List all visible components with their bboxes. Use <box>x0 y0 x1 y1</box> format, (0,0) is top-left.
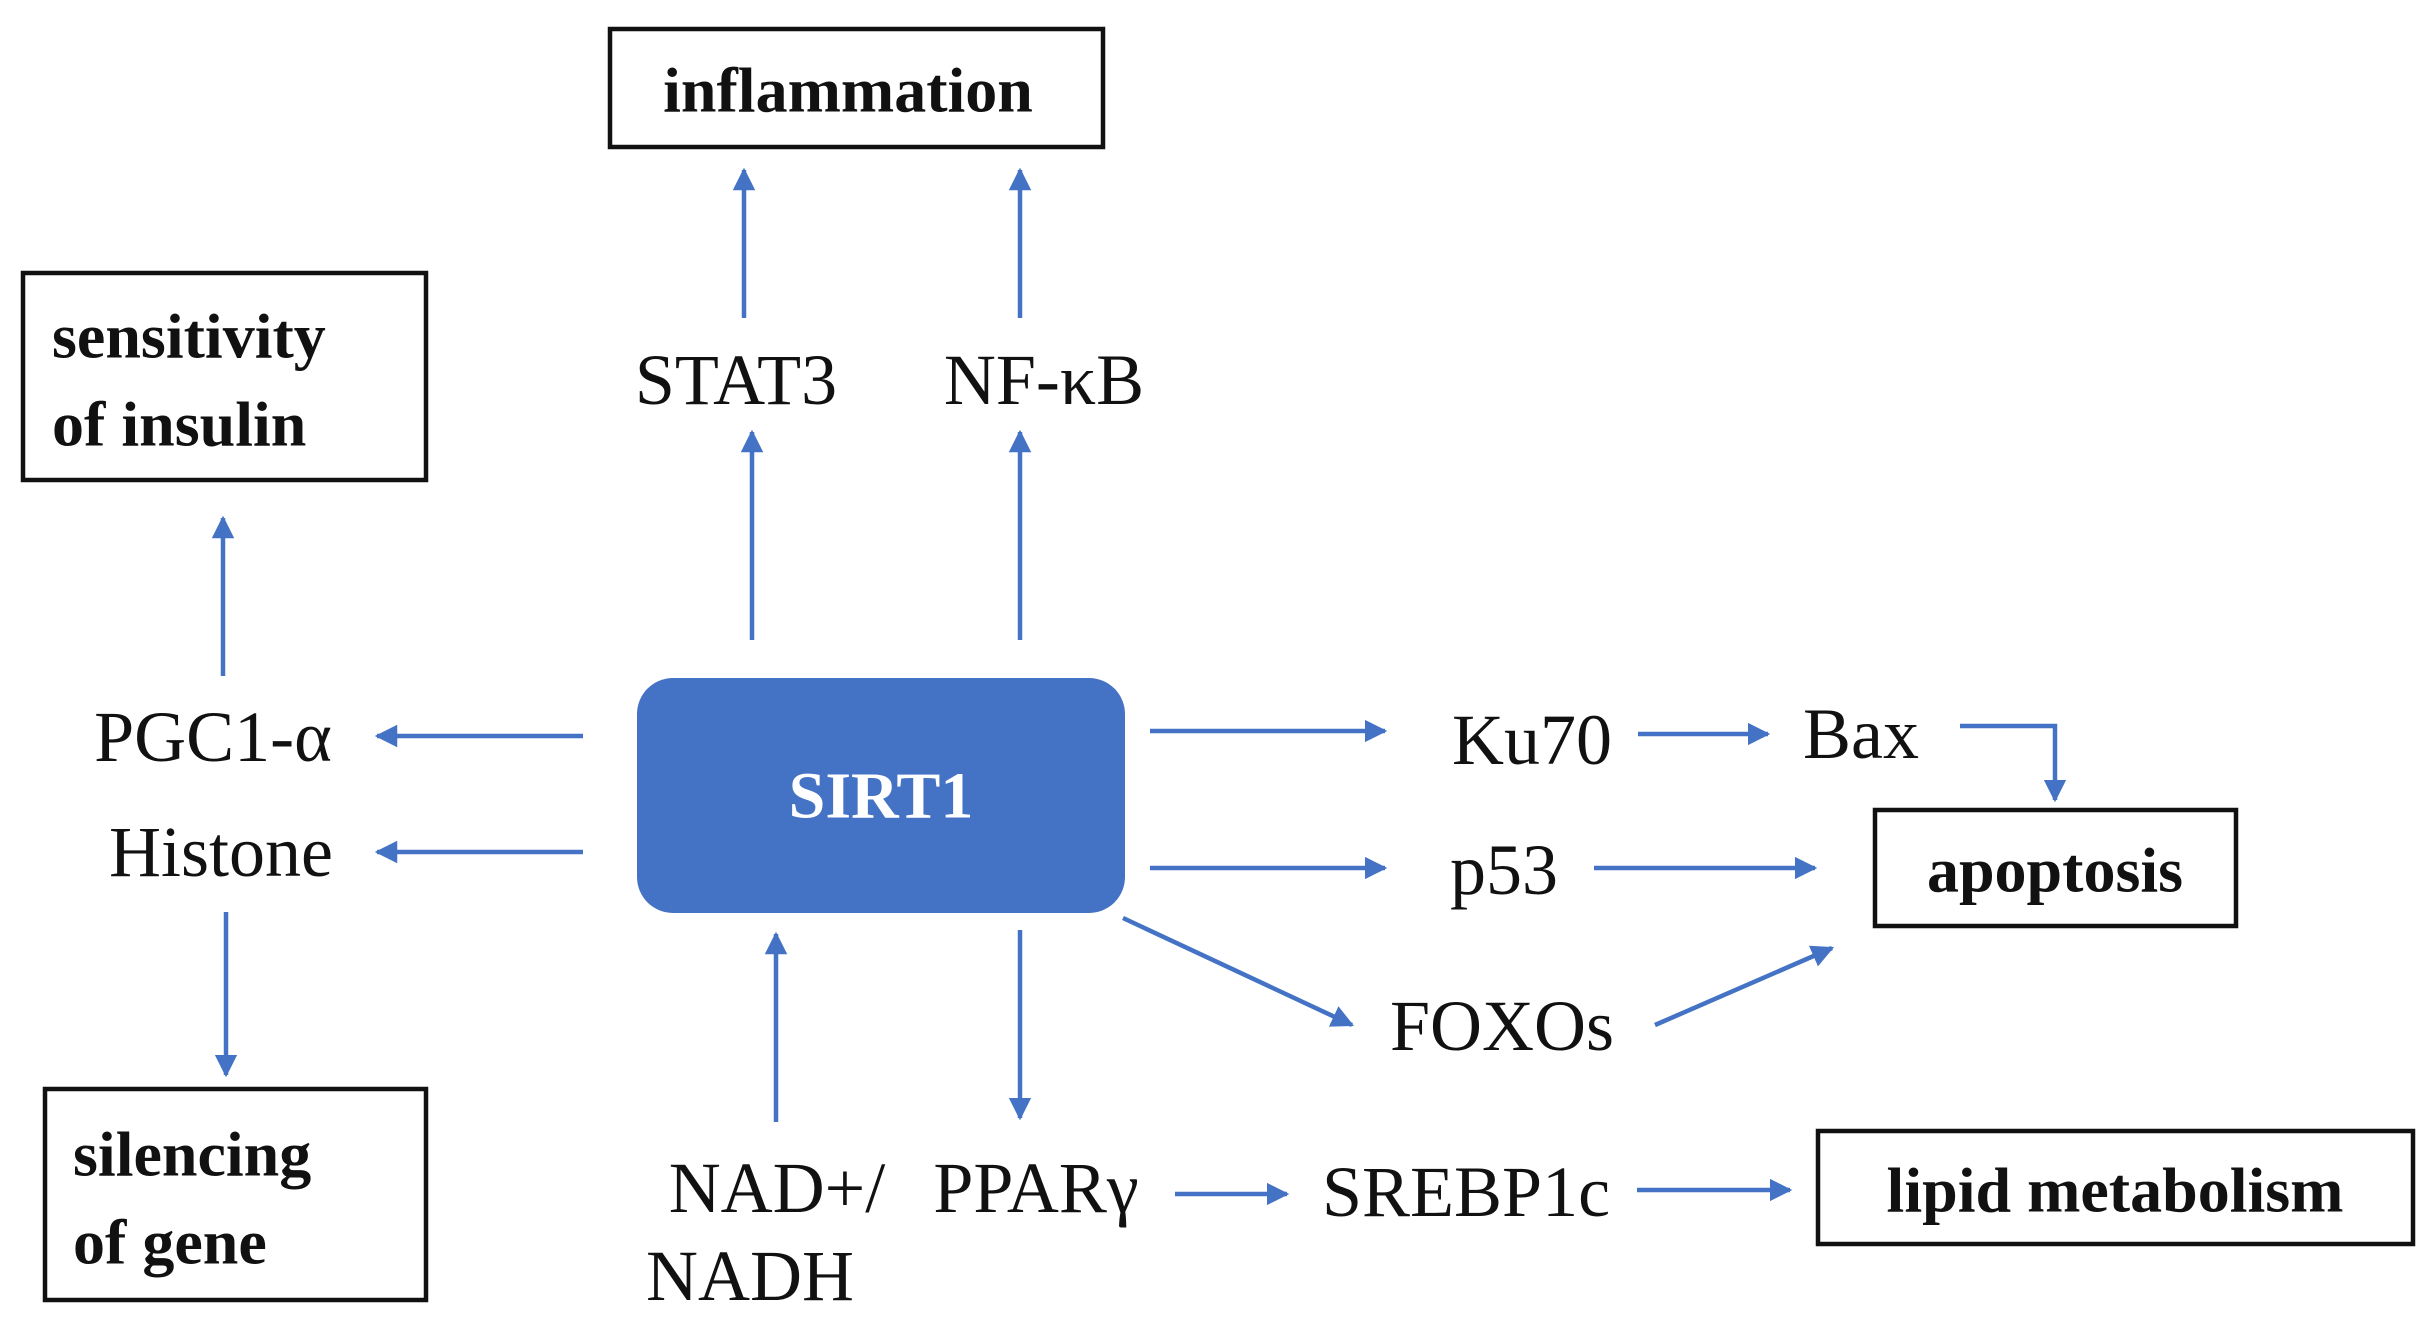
edge-foxos-apoptosis <box>1654 945 1835 1028</box>
node-nad-line2: NADH <box>646 1236 854 1316</box>
outcome-lipid-label: lipid metabolism <box>1887 1155 2344 1226</box>
node-nad-line1: NAD+/ <box>669 1148 886 1228</box>
sirt1-node: SIRT1 <box>637 678 1125 913</box>
node-histone: Histone <box>109 812 333 892</box>
outcome-lipid: lipid metabolism <box>1815 1128 2416 1247</box>
outcome-inflammation-label: inflammation <box>663 55 1033 126</box>
node-p53: p53 <box>1450 830 1558 910</box>
outcome-silencing-line2: of gene <box>73 1207 267 1278</box>
edge-sirt1-foxos <box>1122 915 1355 1028</box>
outcome-insulin-line1: sensitivity <box>52 301 326 372</box>
edges <box>211 167 2067 1206</box>
edge-bax-apoptosis <box>1960 723 2067 803</box>
node-nfkb: NF-κB <box>944 340 1144 420</box>
outcome-silencing-box <box>42 1086 429 1303</box>
outcome-insulin-box <box>20 270 429 483</box>
node-ku70: Ku70 <box>1452 700 1612 780</box>
outcome-inflammation-box <box>607 26 1106 150</box>
sirt1-label: SIRT1 <box>789 760 974 833</box>
outcome-apoptosis: apoptosis <box>1872 807 2239 929</box>
outcome-inflammation: inflammation <box>607 26 1106 150</box>
outcome-insulin: sensitivity of insulin <box>20 270 429 483</box>
outcome-apoptosis-box <box>1872 807 2239 929</box>
outcome-silencing: silencing of gene <box>42 1086 429 1303</box>
outcome-lipid-box <box>1815 1128 2416 1247</box>
node-pgc1a: PGC1-α <box>94 697 332 777</box>
node-foxos: FOXOs <box>1390 986 1614 1066</box>
outcome-apoptosis-label: apoptosis <box>1927 835 2183 906</box>
outcome-silencing-line1: silencing <box>73 1119 311 1190</box>
intermediate-nodes: STAT3 NF-κB PGC1-α Histone Ku70 Bax p53 … <box>94 340 1919 1316</box>
node-ppar: PPARγ <box>933 1148 1138 1228</box>
sirt1-box <box>637 678 1125 913</box>
node-srebp: SREBP1c <box>1322 1152 1610 1232</box>
outcome-insulin-line2: of insulin <box>52 389 306 460</box>
node-stat3: STAT3 <box>635 340 837 420</box>
node-bax: Bax <box>1803 694 1919 774</box>
